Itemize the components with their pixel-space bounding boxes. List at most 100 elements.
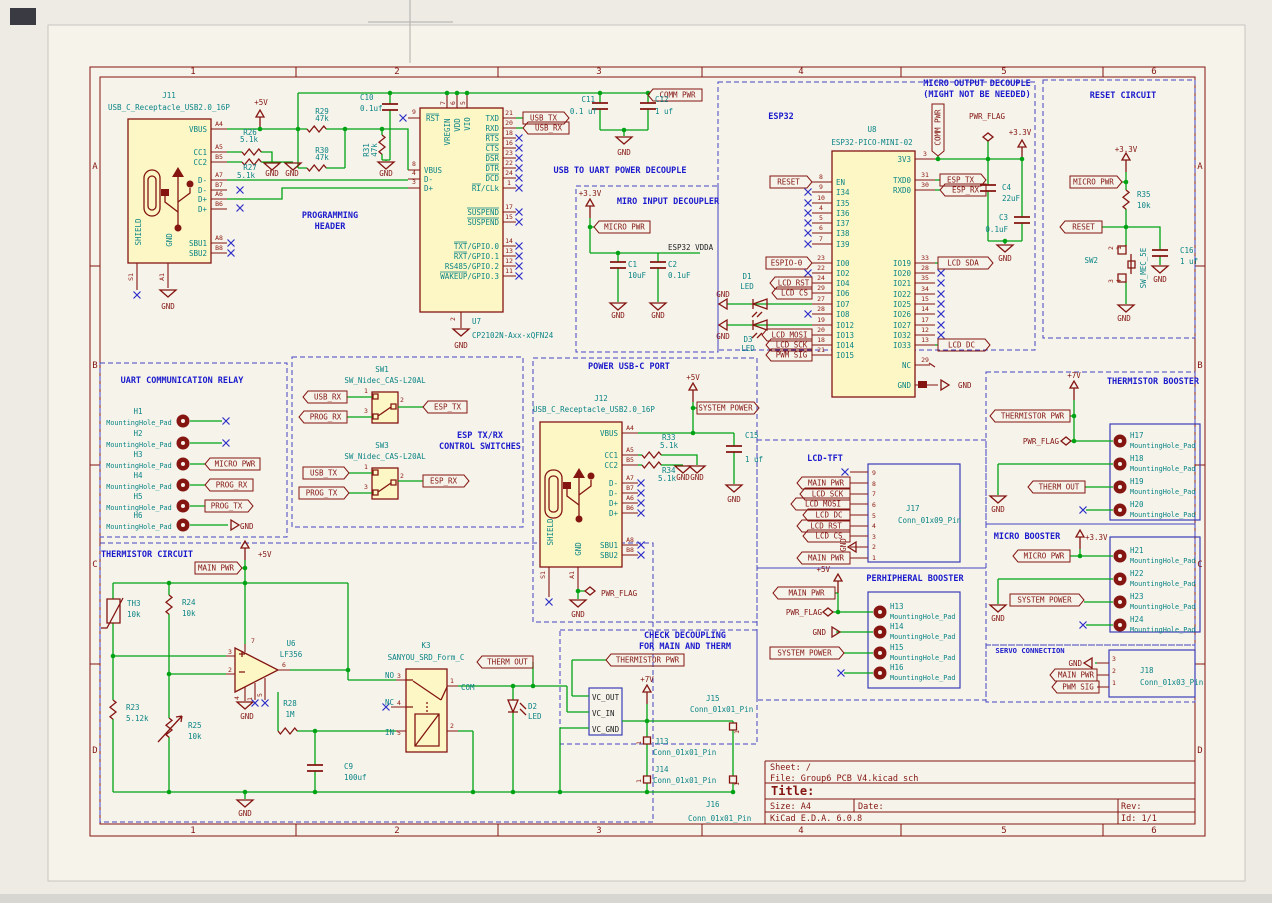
- label-micro-pwr[interactable]: MICRO PWR: [1012, 549, 1071, 563]
- label-system-power[interactable]: SYSTEM POWER: [696, 401, 760, 415]
- label-lcd-cs[interactable]: LCD CS: [802, 529, 851, 543]
- label-espio-0[interactable]: ESPIO-0: [765, 256, 813, 270]
- label-prog-tx[interactable]: PROG_TX: [204, 499, 254, 513]
- discrete-symbols[interactable]: [101, 102, 1168, 784]
- schematic-text: D+: [609, 509, 619, 518]
- label-micro-pwr[interactable]: MICRO PWR: [204, 457, 261, 471]
- schematic-text: A: [92, 162, 98, 172]
- label-thermistor-pwr[interactable]: THERMISTOR PWR: [605, 653, 685, 667]
- switch-sw3[interactable]: [371, 467, 399, 500]
- label-system-power[interactable]: SYSTEM POWER: [769, 646, 845, 660]
- label-prog-rx[interactable]: PROG_RX: [204, 478, 254, 492]
- label-system-power[interactable]: SYSTEM POWER: [1009, 593, 1085, 607]
- usb-c-j11[interactable]: [127, 118, 212, 264]
- schematic-text: DCD: [485, 174, 499, 183]
- label-esp-tx[interactable]: ESP_TX: [939, 173, 987, 187]
- schematic-text: PERHIPHERAL BOOSTER: [866, 574, 964, 584]
- connector-j17-lcd[interactable]: [867, 463, 961, 563]
- schematic-text: J16: [706, 800, 720, 809]
- schematic-text: 23: [505, 149, 513, 157]
- label-micro-pwr[interactable]: MICRO PWR: [593, 220, 651, 234]
- component-bodies[interactable]: [127, 107, 916, 753]
- thermistor-th3: [101, 597, 124, 629]
- micro-booster-pads[interactable]: [1109, 536, 1201, 633]
- label-pwm-sig[interactable]: PWM SIG: [765, 348, 813, 362]
- schematic-text: SUSPEND: [467, 218, 499, 227]
- label-usb-rx[interactable]: USB_RX: [302, 390, 348, 404]
- label-lcd-mosi[interactable]: LCD MOSI: [790, 497, 851, 511]
- label-prog-tx[interactable]: PROG_TX: [298, 486, 350, 500]
- label-usb-rx[interactable]: USB_RX: [522, 121, 570, 135]
- schematic-text: 5: [256, 693, 264, 697]
- label-main-pwr[interactable]: MAIN PWR: [772, 586, 836, 600]
- label-thermistor-pwr[interactable]: THERMISTOR PWR: [989, 409, 1071, 423]
- cp2102n-u7[interactable]: [419, 107, 504, 313]
- relay-k3[interactable]: [405, 668, 448, 753]
- label-lcd-sda[interactable]: LCD SDA: [937, 256, 994, 270]
- svg-text:USB_TX: USB_TX: [310, 469, 338, 478]
- label-main-pwr[interactable]: MAIN PWR: [796, 476, 851, 490]
- schematic-text: H5: [133, 492, 142, 501]
- svg-text:THERMISTOR PWR: THERMISTOR PWR: [1001, 412, 1065, 421]
- schematic-text: GND: [1068, 659, 1082, 668]
- label-main-pwr[interactable]: MAIN PWR: [796, 551, 851, 565]
- label-lcd-mosi[interactable]: LCD MOSI: [761, 328, 813, 342]
- schematic-text: 6: [1151, 826, 1156, 836]
- schematic-text: TXD0: [893, 176, 912, 185]
- switch-sw1[interactable]: [371, 391, 399, 424]
- schematic-text: H21: [1130, 546, 1144, 555]
- schematic-text: VC_OUT: [592, 693, 620, 702]
- label-main-pwr[interactable]: MAIN PWR: [194, 561, 243, 575]
- label-prog-rx[interactable]: PROG_RX: [298, 410, 348, 424]
- schematic-text: D-: [198, 186, 207, 195]
- schematic-text: A1: [568, 571, 576, 579]
- label-comm-pwr[interactable]: COMM PWR: [931, 103, 945, 157]
- esp32-u8[interactable]: [831, 150, 916, 398]
- label-lcd-rst[interactable]: LCD RST: [796, 519, 851, 533]
- connector-j18-servo[interactable]: [1108, 649, 1196, 698]
- label-pwm-sig[interactable]: PWM SIG: [1051, 680, 1100, 694]
- label-reset[interactable]: RESET: [769, 175, 813, 189]
- wires[interactable]: [112, 92, 1161, 799]
- label-micro-pwr[interactable]: MICRO PWR: [1069, 175, 1123, 189]
- schematic-text: U8: [867, 125, 877, 134]
- schematic-text: MountingHole_Pad: [890, 674, 955, 682]
- label-comm-pwr[interactable]: COMM PWR: [647, 88, 703, 102]
- schematic-text: B7: [215, 181, 223, 189]
- label-esp-tx[interactable]: ESP_TX: [422, 400, 468, 414]
- schematic-text: MountingHole_Pad: [106, 462, 171, 470]
- label-lcd-cs[interactable]: LCD CS: [771, 286, 813, 300]
- label-lcd-sck[interactable]: LCD SCK: [799, 487, 851, 501]
- opamp-u6[interactable]: [234, 646, 280, 694]
- thermistor-booster-pads[interactable]: [1109, 423, 1201, 521]
- schematic-text: 1 uf: [655, 107, 673, 116]
- peripheral-booster-pads[interactable]: [867, 591, 961, 689]
- label-reset[interactable]: RESET: [1059, 220, 1103, 234]
- label-usb-tx[interactable]: USB_TX: [522, 111, 570, 125]
- label-lcd-sck[interactable]: LCD SCK: [765, 338, 813, 352]
- schematic-text: 22: [817, 264, 825, 272]
- opamp-inputs: [239, 651, 245, 673]
- schematic-text: 3: [596, 826, 601, 836]
- schematic-text: H4: [133, 471, 143, 480]
- label-esp-rx[interactable]: ESP_RX: [422, 474, 470, 488]
- label-lcd-dc[interactable]: LCD DC: [802, 508, 851, 522]
- schematic-text: H13: [890, 602, 904, 611]
- label-usb-tx[interactable]: USB_TX: [302, 466, 350, 480]
- label-lcd-dc[interactable]: LCD DC: [937, 338, 991, 352]
- schematic-text: 10k: [127, 610, 141, 619]
- label-main-pwr[interactable]: MAIN PWR: [1049, 668, 1098, 682]
- label-therm-out[interactable]: THERM OUT: [476, 655, 534, 669]
- label-lcd-rst[interactable]: LCD RST: [769, 276, 813, 290]
- label-therm-out[interactable]: THERM OUT: [1027, 480, 1086, 494]
- svg-text:ESP_RX: ESP_RX: [430, 477, 458, 486]
- schematic-text: USB TO UART POWER DECOUPLE: [553, 166, 686, 176]
- usb-c-j12[interactable]: [539, 421, 623, 568]
- schematic-text: 24: [817, 274, 825, 282]
- connector-boxes[interactable]: [588, 423, 1201, 736]
- schematic-text: 1: [507, 179, 511, 187]
- label-esp-rx[interactable]: ESP_RX: [939, 183, 987, 197]
- schematic-text: GND: [571, 610, 585, 619]
